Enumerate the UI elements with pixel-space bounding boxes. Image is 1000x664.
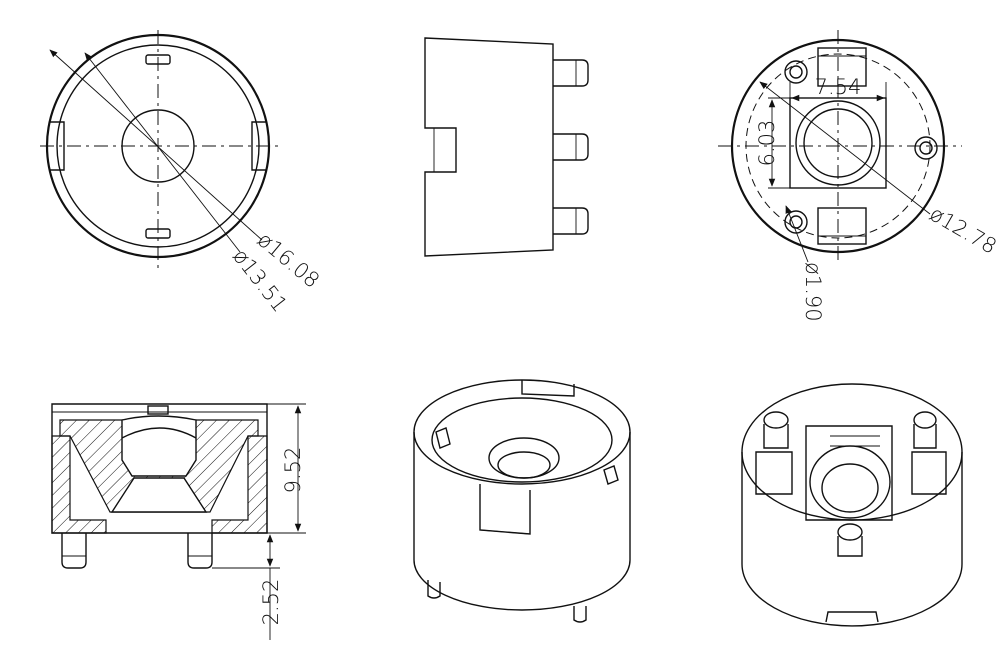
iso-pin-right	[573, 606, 587, 623]
top-view-clip-top	[145, 54, 171, 65]
section-pin-right	[187, 533, 213, 569]
iso-front-notch	[479, 484, 531, 535]
bottom-view-outer-circle	[730, 38, 946, 254]
bottom-view: 7.54 6.03 ø12.78 ø1.90	[718, 30, 1000, 322]
square-height-label: 6.03	[755, 120, 779, 167]
side-view-body	[424, 37, 554, 257]
pin-circle-label: ø12.78	[926, 202, 1000, 259]
pin-diameter-label: ø1.90	[801, 262, 825, 322]
clip-window-top	[817, 47, 867, 87]
height-label: 9.52	[281, 447, 305, 494]
iso2-central-square	[805, 425, 893, 521]
side-view-pin-middle	[553, 133, 589, 161]
iso-inner-rim	[431, 397, 613, 483]
iso2-bottom-notch	[825, 611, 879, 623]
isometric-top-view	[413, 379, 631, 623]
section-view: 9.52 2.52	[51, 403, 306, 640]
iso-top-notch	[521, 380, 575, 397]
section-lens-cavity	[121, 415, 197, 477]
side-view-pin-bottom	[553, 207, 589, 235]
pin-right	[914, 136, 938, 160]
top-view-outer-circle	[45, 33, 271, 259]
top-view: ø16.08 ø13.51	[40, 30, 324, 317]
top-view-notch-right	[251, 121, 267, 171]
bottom-view-lens-inner	[803, 108, 873, 178]
top-view-clip-bottom	[145, 228, 171, 239]
iso-pin-left	[427, 580, 441, 599]
iso2-pin-left	[763, 424, 789, 449]
pin-diameter-leader	[785, 205, 809, 263]
iso2-body-side	[741, 452, 963, 627]
section-pin-left	[61, 533, 87, 569]
pin-bottom-left	[784, 210, 808, 234]
iso2-pin-front	[837, 536, 863, 557]
section-lens-dome	[121, 427, 197, 439]
iso2-lens-inner	[821, 463, 879, 513]
clip-window-bottom	[817, 207, 867, 245]
pin-length-label: 2.52	[259, 579, 283, 626]
square-width-label: 7.54	[815, 75, 862, 99]
top-view-inner-circle	[56, 44, 260, 248]
iso-clip-right	[603, 465, 619, 485]
outer-diameter-leader	[49, 49, 263, 241]
iso2-window-left	[755, 451, 793, 495]
iso2-window-right	[911, 451, 947, 495]
pin-top-left	[784, 60, 808, 84]
top-view-notch-left	[49, 121, 65, 171]
iso2-lens-outer	[809, 445, 891, 519]
iso-clip-left	[435, 427, 451, 449]
pin-circle	[745, 53, 931, 239]
pin-circle-leader	[759, 81, 931, 215]
side-view-pin-top	[553, 59, 589, 87]
inner-diameter-leader	[84, 52, 241, 253]
side-view	[424, 37, 589, 257]
iso2-pin-right	[913, 424, 937, 449]
section-led-recess	[110, 477, 208, 513]
iso-body-side	[413, 432, 631, 611]
isometric-bottom-view	[741, 383, 963, 627]
iso-lens-bore	[488, 437, 560, 479]
top-view-lens-bore	[121, 109, 195, 183]
